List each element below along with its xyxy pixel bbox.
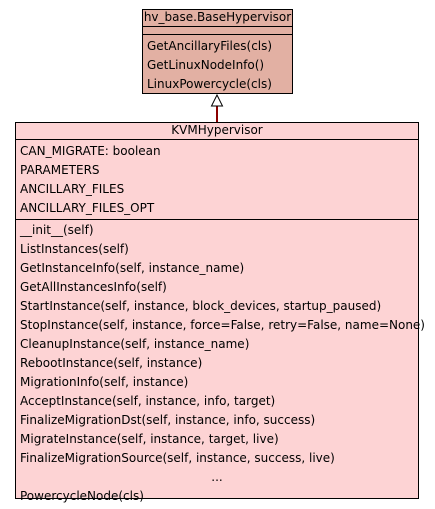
derived-method: StartInstance(self, instance, block_devi…: [20, 299, 382, 313]
derived-method: FinalizeMigrationSource(self, instance, …: [20, 451, 335, 465]
derived-method: AcceptInstance(self, instance, info, tar…: [20, 394, 276, 408]
base-class-box[interactable]: hv_base.BaseHypervisor GetAncillaryFiles…: [142, 9, 293, 94]
base-method: GetAncillaryFiles(cls): [147, 39, 273, 53]
derived-method: RebootInstance(self, instance): [20, 356, 203, 370]
derived-method: MigrationInfo(self, instance): [20, 375, 189, 389]
derived-class-attributes: CAN_MIGRATE: boolean PARAMETERS ANCILLAR…: [16, 140, 418, 220]
derived-class-name: KVMHypervisor: [16, 123, 418, 140]
derived-method: CleanupInstance(self, instance_name): [20, 337, 250, 351]
base-class-methods: GetAncillaryFiles(cls) GetLinuxNodeInfo(…: [143, 35, 292, 94]
derived-method: PowercycleNode(cls): [20, 489, 144, 503]
derived-attribute: ANCILLARY_FILES_OPT: [20, 201, 155, 215]
derived-attribute: PARAMETERS: [20, 163, 100, 177]
derived-method: GetAllInstancesInfo(self): [20, 280, 167, 294]
derived-method: GetInstanceInfo(self, instance_name): [20, 261, 245, 275]
derived-class-methods: __init__(self) ListInstances(self) GetIn…: [16, 220, 425, 506]
inheritance-arrowhead: [210, 93, 224, 107]
base-class-attributes: [143, 27, 292, 35]
derived-method: ListInstances(self): [20, 242, 129, 256]
derived-method: StopInstance(self, instance, force=False…: [20, 318, 425, 332]
base-method: LinuxPowercycle(cls): [147, 77, 272, 91]
base-method: GetLinuxNodeInfo(): [147, 58, 265, 72]
derived-method: __init__(self): [20, 223, 94, 237]
derived-method: MigrateInstance(self, instance, target, …: [20, 432, 279, 446]
base-class-name: hv_base.BaseHypervisor: [143, 10, 292, 27]
derived-attribute: CAN_MIGRATE: boolean: [20, 144, 161, 158]
derived-method-ellipsis: ...: [211, 470, 223, 484]
derived-class-box[interactable]: KVMHypervisor CAN_MIGRATE: boolean PARAM…: [15, 122, 425, 503]
derived-attribute: ANCILLARY_FILES: [20, 182, 125, 196]
derived-method: FinalizeMigrationDst(self, instance, inf…: [20, 413, 316, 427]
